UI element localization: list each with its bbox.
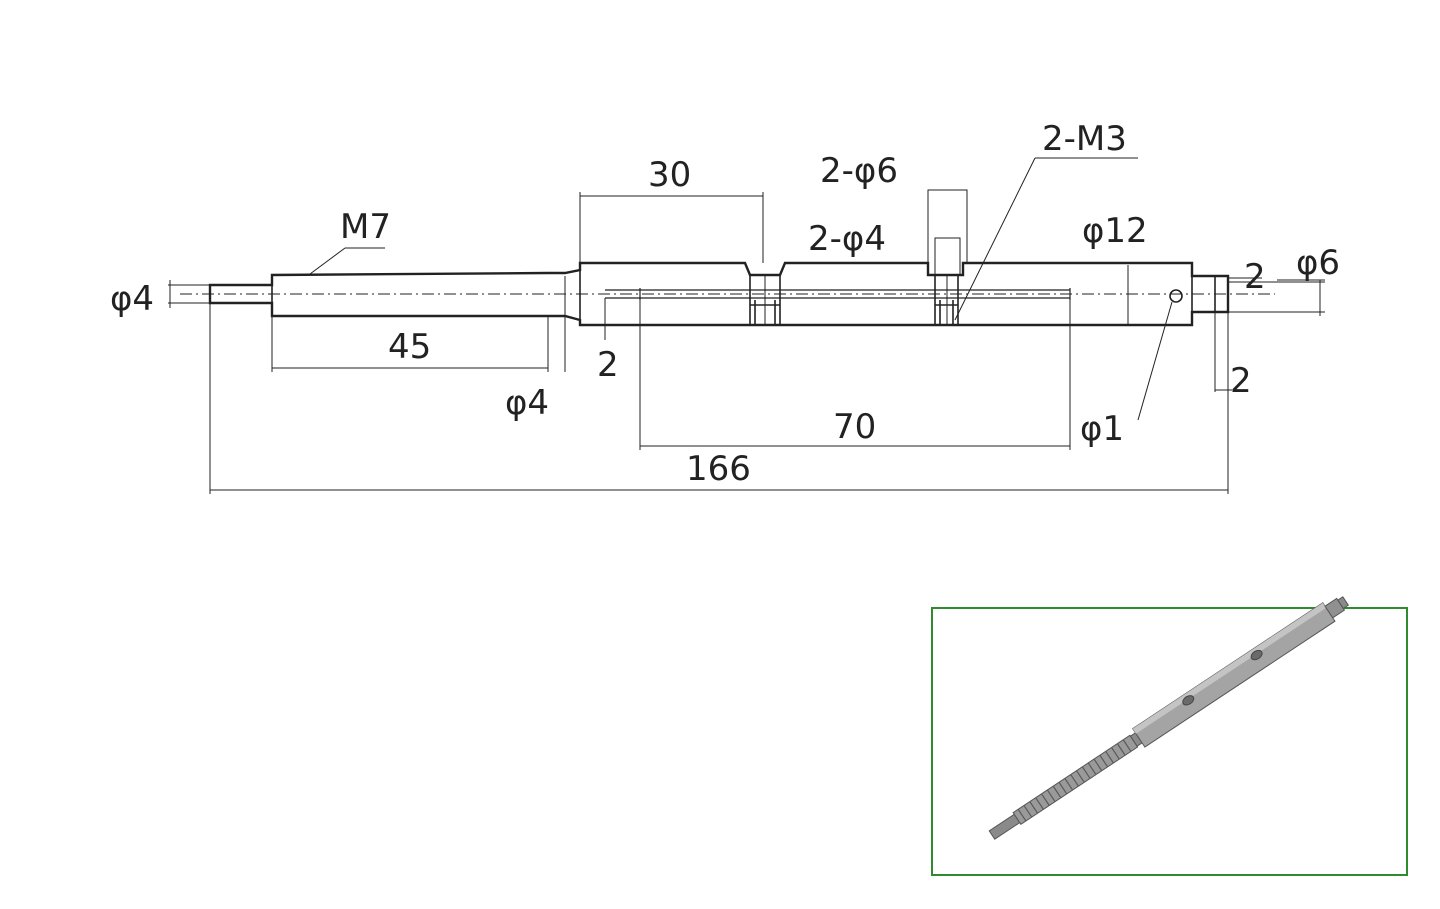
- cross-hole-left: [749, 275, 781, 325]
- isometric-preview: [931, 596, 1408, 876]
- label-step-2-right: 2: [1244, 257, 1266, 297]
- label-thread-m7: M7: [340, 207, 391, 247]
- label-dia-left-end: φ4: [110, 279, 154, 319]
- label-dia-body: φ12: [1082, 211, 1148, 251]
- label-step-2-bottom: 2: [1230, 361, 1252, 401]
- label-overall-166: 166: [686, 449, 751, 489]
- inner-bore: [605, 288, 1071, 300]
- pin-hole: [1169, 289, 1183, 303]
- shaft-render: [988, 596, 1350, 840]
- label-len-70: 70: [833, 407, 876, 447]
- label-pin-phi1: φ1: [1080, 409, 1124, 449]
- label-dia-right-end: φ6: [1296, 243, 1340, 283]
- label-step-2-left: 2: [597, 345, 619, 385]
- dimension-labels: M7 φ4 45 φ4 30 2-φ6 2-φ4 2-M3 φ12 2 φ6 2…: [110, 119, 1340, 489]
- label-hole-2phi4: 2-φ4: [808, 219, 886, 259]
- label-tap-2m3: 2-M3: [1042, 119, 1127, 159]
- dimension-lines: [168, 157, 1325, 494]
- label-len-30: 30: [648, 155, 691, 195]
- cross-hole-right: [934, 275, 959, 325]
- label-len-45: 45: [388, 327, 431, 367]
- label-hole-2phi6: 2-φ6: [820, 151, 898, 191]
- label-dia-undercut: φ4: [505, 383, 549, 423]
- preview-frame: [931, 607, 1408, 876]
